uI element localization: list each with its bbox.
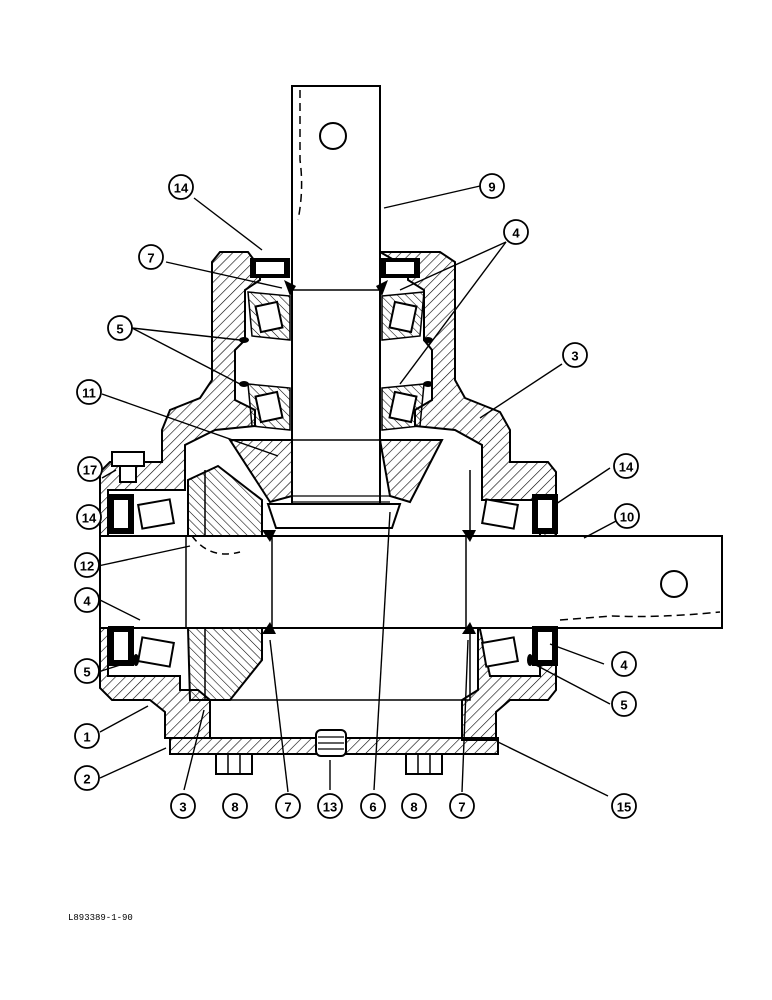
callout-4: 4 bbox=[503, 219, 529, 245]
callout-5: 5 bbox=[611, 691, 637, 717]
callout-4: 4 bbox=[611, 651, 637, 677]
callout-circle bbox=[77, 456, 103, 482]
input-shaft-pin-hole bbox=[319, 122, 347, 150]
callout-circle bbox=[275, 793, 301, 819]
callout-circle bbox=[170, 793, 196, 819]
upper-bearings bbox=[239, 280, 433, 431]
output-shaft-pin-hole bbox=[660, 570, 688, 598]
callout-number: 8 bbox=[410, 800, 417, 815]
callout-circle bbox=[317, 793, 343, 819]
callout-8: 8 bbox=[401, 793, 427, 819]
callout-8: 8 bbox=[222, 793, 248, 819]
bottom-fasteners bbox=[215, 729, 443, 775]
callout-circle bbox=[76, 379, 102, 405]
callout-7: 7 bbox=[275, 793, 301, 819]
callout-circle bbox=[74, 552, 100, 578]
callout-number: 11 bbox=[82, 386, 96, 401]
callout-circle bbox=[449, 793, 475, 819]
callout-circle bbox=[138, 244, 164, 270]
callout-number: 14 bbox=[619, 460, 634, 475]
callout-circle bbox=[614, 503, 640, 529]
callout-number: 14 bbox=[174, 181, 189, 196]
callout-number: 9 bbox=[488, 180, 495, 195]
callout-circle bbox=[76, 504, 102, 530]
callout-circle bbox=[611, 651, 637, 677]
callout-number: 7 bbox=[284, 800, 291, 815]
callout-circle bbox=[503, 219, 529, 245]
pinion-gear bbox=[228, 439, 444, 529]
leader-lines bbox=[97, 185, 619, 797]
callout-14: 14 bbox=[168, 174, 194, 200]
callout-3: 3 bbox=[562, 342, 588, 368]
output-shaft bbox=[99, 530, 723, 634]
callout-17: 17 bbox=[77, 456, 103, 482]
callout-number: 1 bbox=[83, 730, 90, 745]
input-shaft-body bbox=[291, 85, 381, 517]
callout-circle bbox=[222, 793, 248, 819]
callout-number: 17 bbox=[83, 463, 97, 478]
input-shaft-hidden-line bbox=[297, 90, 303, 221]
callout-6: 6 bbox=[360, 793, 386, 819]
callout-circle bbox=[74, 765, 100, 791]
callout-number: 4 bbox=[83, 594, 91, 609]
callout-11: 11 bbox=[76, 379, 102, 405]
callout-number: 5 bbox=[620, 698, 627, 713]
input-shaft bbox=[291, 85, 390, 527]
callout-number: 7 bbox=[147, 251, 154, 266]
callout-9: 9 bbox=[479, 173, 505, 199]
callout-circle bbox=[613, 453, 639, 479]
callout-circle bbox=[479, 173, 505, 199]
callout-number: 5 bbox=[83, 665, 90, 680]
breather-plug bbox=[111, 451, 145, 483]
callout-14: 14 bbox=[613, 453, 639, 479]
callout-number: 13 bbox=[323, 800, 337, 815]
callout-number: 4 bbox=[512, 226, 520, 241]
callout-7: 7 bbox=[138, 244, 164, 270]
callout-circle bbox=[74, 587, 100, 613]
callout-number: 3 bbox=[571, 349, 578, 364]
callout-circle bbox=[107, 315, 133, 341]
callout-5: 5 bbox=[74, 658, 100, 684]
callout-number: 10 bbox=[620, 510, 634, 525]
bevel-gear bbox=[186, 464, 263, 701]
callout-circle bbox=[168, 174, 194, 200]
top-seal bbox=[250, 258, 420, 278]
callout-number: 12 bbox=[80, 559, 94, 574]
callout-number: 5 bbox=[116, 322, 123, 337]
callout-10: 10 bbox=[614, 503, 640, 529]
callout-circle bbox=[360, 793, 386, 819]
callout-7: 7 bbox=[449, 793, 475, 819]
callout-circle bbox=[562, 342, 588, 368]
callout-4: 4 bbox=[74, 587, 100, 613]
bolt-right bbox=[405, 753, 443, 775]
figure-code: L893389-1-90 bbox=[68, 913, 133, 923]
callout-number: 2 bbox=[83, 772, 90, 787]
callout-2: 2 bbox=[74, 765, 100, 791]
callout-number: 4 bbox=[620, 658, 628, 673]
output-shaft-body bbox=[99, 535, 723, 629]
callout-15: 15 bbox=[611, 793, 637, 819]
callout-circle bbox=[74, 658, 100, 684]
callout-number: 3 bbox=[179, 800, 186, 815]
callout-12: 12 bbox=[74, 552, 100, 578]
callout-14: 14 bbox=[76, 504, 102, 530]
callout-number: 14 bbox=[82, 511, 97, 526]
callout-13: 13 bbox=[317, 793, 343, 819]
output-shaft-hidden-line bbox=[559, 611, 721, 621]
callout-circle bbox=[611, 691, 637, 717]
callout-number: 7 bbox=[458, 800, 465, 815]
callout-number: 8 bbox=[231, 800, 238, 815]
callout-number: 15 bbox=[617, 800, 631, 815]
bolt-left bbox=[215, 753, 253, 775]
callout-3: 3 bbox=[170, 793, 196, 819]
callout-circle bbox=[74, 723, 100, 749]
callout-1: 1 bbox=[74, 723, 100, 749]
callout-circle bbox=[611, 793, 637, 819]
callout-5: 5 bbox=[107, 315, 133, 341]
callout-number: 6 bbox=[369, 800, 376, 815]
callout-circle bbox=[401, 793, 427, 819]
